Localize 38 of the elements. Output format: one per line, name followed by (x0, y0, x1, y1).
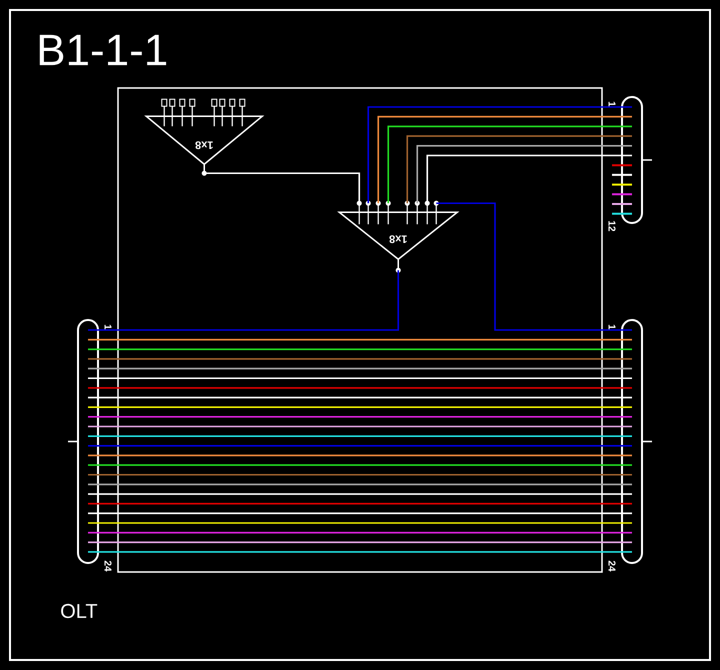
fiber-line (88, 416, 632, 418)
fiber-line (88, 502, 632, 504)
fiber-line (416, 145, 632, 204)
fiber-number: 1 (608, 324, 616, 330)
fiber-line (436, 202, 632, 331)
fiber-line (88, 426, 632, 428)
fiber-line (88, 484, 632, 486)
fiber-line (88, 368, 632, 370)
fiber-line (406, 135, 632, 204)
fiber-line (88, 270, 400, 331)
fiber-number: 1 (608, 102, 616, 106)
fiber-line (88, 454, 632, 456)
fiber-number: 1 (104, 324, 112, 330)
fiber-line (88, 358, 632, 360)
fiber-line (88, 474, 632, 476)
fiber-number: 24 (608, 560, 616, 572)
title: B1-1-1 (40, 34, 166, 66)
fiber-line (88, 493, 632, 495)
fiber-line (88, 532, 632, 534)
fiber-line (88, 387, 632, 389)
fiber-line (88, 445, 632, 447)
fiber-line (88, 348, 632, 350)
fiber-line (88, 338, 632, 340)
fiber-line (88, 522, 632, 524)
fiber-line (88, 464, 632, 466)
fiber-line (88, 512, 632, 514)
enclosure-box (117, 87, 603, 573)
fiber-line (88, 551, 632, 553)
fiber-line (88, 396, 632, 398)
fiber-line (88, 542, 632, 544)
fiber-line (88, 435, 632, 437)
fiber-line (88, 377, 632, 380)
fiber-number: 24 (104, 560, 112, 572)
label: OLT (61, 604, 98, 618)
fiber-line (204, 172, 360, 204)
fiber-line (88, 406, 632, 408)
fiber-line (426, 154, 632, 204)
fiber-number: 12 (608, 221, 616, 232)
